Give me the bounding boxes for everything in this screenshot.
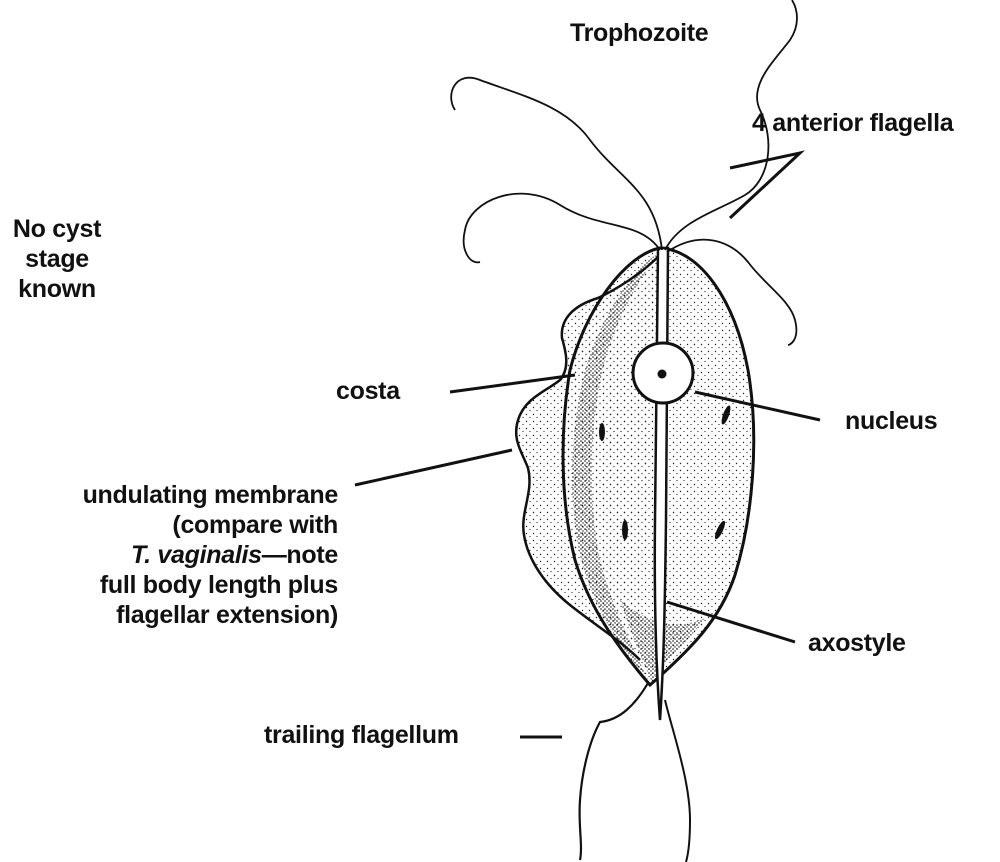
diagram-title: Trophozoite (570, 19, 709, 47)
side-note-line-2: stage (25, 245, 89, 273)
nucleus-leader (694, 390, 821, 422)
undulating-membrane-line-3-rest: —note (261, 541, 339, 569)
vacuole-4 (714, 520, 726, 540)
undulating-membrane-line-5: flagellar extension) (116, 601, 338, 629)
side-note-line-1: No cyst (12, 215, 102, 243)
vacuole-1 (599, 423, 605, 441)
vacuole-3 (622, 520, 628, 540)
anterior-flagella-leader (728, 150, 806, 220)
tail-right-edge (664, 699, 692, 862)
nucleus-label: nucleus (845, 407, 938, 435)
costa-label: costa (336, 377, 400, 405)
species-name: T. vaginalis (131, 541, 262, 569)
anterior-flagellum-1 (462, 192, 661, 264)
undulating-membrane-leader (354, 448, 513, 487)
anterior-flagella-label: 4 anterior flagella (752, 109, 954, 137)
vacuole-2 (721, 405, 731, 425)
anterior-flagellum-2 (450, 77, 663, 251)
side-note: No cyst stage known (0, 214, 114, 304)
costa-leader (449, 373, 576, 394)
axostyle-label: axostyle (808, 629, 906, 657)
nucleolus-dot (657, 369, 667, 379)
anterior-flagellum-3 (664, 0, 798, 251)
undulating-membrane-line-3: T. vaginalis—note (14, 540, 338, 570)
anterior-flagellum-4 (666, 238, 798, 346)
costa-shape (572, 252, 660, 680)
undulating-membrane-line-4: full body length plus (99, 571, 338, 599)
undulating-membrane-line-2: (compare with (172, 511, 338, 539)
axostyle-leader (666, 600, 796, 644)
side-note-line-3: known (18, 275, 96, 303)
undulating-membrane-label: undulating membrane (compare with T. vag… (14, 480, 339, 630)
trailing-flagellum-shape (578, 682, 649, 861)
undulating-membrane-line-1: undulating membrane (82, 481, 339, 509)
trailing-flagellum-label: trailing flagellum (264, 721, 459, 749)
